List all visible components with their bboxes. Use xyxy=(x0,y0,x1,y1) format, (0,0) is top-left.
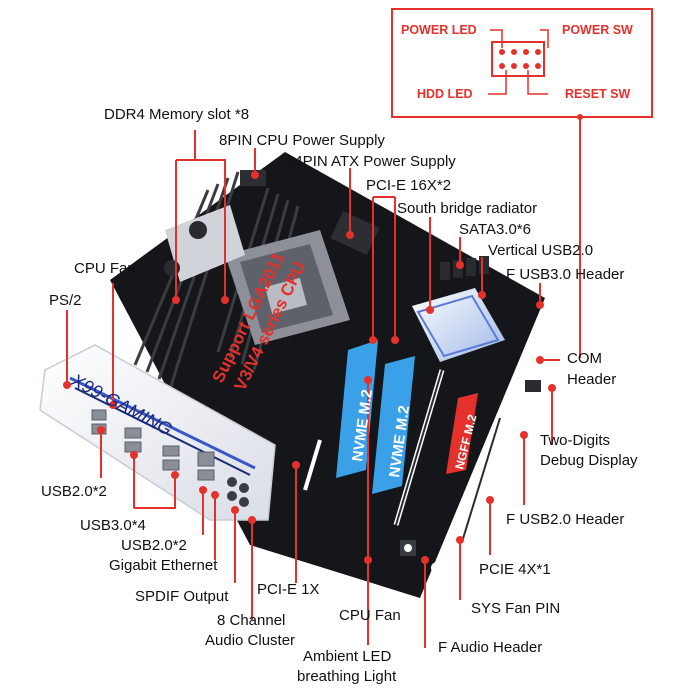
gigabit-ethernet-label: Gigabit Ethernet xyxy=(109,557,218,574)
ambient-led-label-line2: breathing Light xyxy=(297,668,397,685)
usb2-rear-label: USB2.0*2 xyxy=(41,483,107,500)
spdif-output-label: SPDIF Output xyxy=(135,588,229,605)
usb3-rear-label: USB3.0*4 xyxy=(80,517,146,534)
front-panel-header-box xyxy=(391,8,653,118)
hdd-led-label: HDD LED xyxy=(417,87,473,101)
sata-label: SATA3.0*6 xyxy=(459,221,531,238)
audio-cluster-label-line2: Audio Cluster xyxy=(205,632,296,649)
ps2-label: PS/2 xyxy=(49,292,82,309)
vertical-usb2-label: Vertical USB2.0 xyxy=(488,242,594,259)
south-bridge-label: South bridge radiator xyxy=(397,200,538,217)
cpu-fan-bottom-label: CPU Fan xyxy=(339,607,401,624)
header-pins xyxy=(491,41,545,77)
pcie1-label: PCI-E 1X xyxy=(257,581,320,598)
ddr4-memory-label: DDR4 Memory slot *8 xyxy=(104,106,250,123)
atx-power-label: 24PIN ATX Power Supply xyxy=(286,153,456,170)
audio-cluster-label-line1: 8 Channel xyxy=(217,612,286,629)
power-sw-label: POWER SW xyxy=(562,23,633,37)
pcie16-label: PCI-E 16X*2 xyxy=(366,177,452,194)
pcie4-label: PCIE 4X*1 xyxy=(479,561,551,578)
debug-display-label-line1: Two-Digits xyxy=(540,432,611,449)
sys-fan-label: SYS Fan PIN xyxy=(471,600,561,617)
io-shield xyxy=(39,344,276,521)
f-usb2-header-label: F USB2.0 Header xyxy=(506,511,625,528)
reset-sw-label: RESET SW xyxy=(565,87,631,101)
f-usb3-header-label: F USB3.0 Header xyxy=(506,266,625,283)
debug-display-label-line2: Debug Display xyxy=(540,452,638,469)
power-led-label: POWER LED xyxy=(401,23,477,37)
ambient-led-label-line1: Ambient LED xyxy=(303,648,392,665)
usb2-rear-label-2: USB2.0*2 xyxy=(121,537,187,554)
com-header-label-line1: COM xyxy=(567,350,602,367)
com-header-label-line2: Header xyxy=(567,371,617,388)
cpu-fan-top-label: CPU Fan xyxy=(74,260,136,277)
leader-dots xyxy=(63,171,556,564)
cpu-power-label: 8PIN CPU Power Supply xyxy=(219,132,385,149)
leader-lines xyxy=(66,130,560,648)
f-audio-header-label: F Audio Header xyxy=(438,639,543,656)
